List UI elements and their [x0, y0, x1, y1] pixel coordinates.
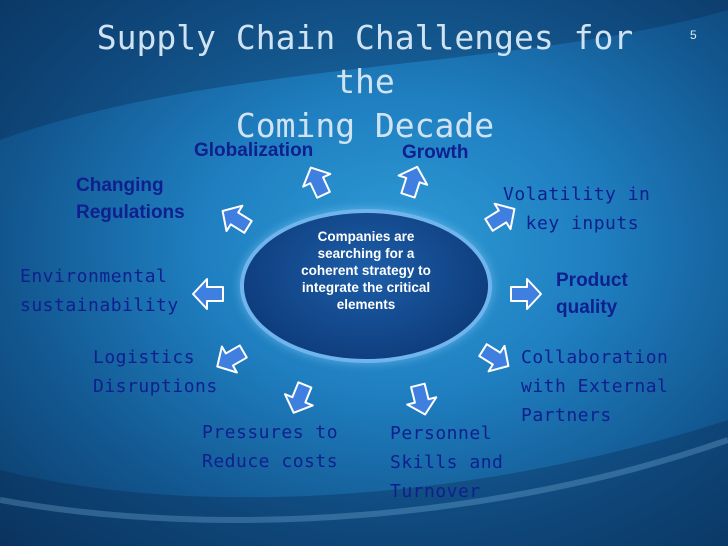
label-environmental: Environmental sustainability: [20, 266, 179, 316]
arrow-icon-personnel: [402, 380, 441, 420]
slide-number: 5: [690, 28, 697, 42]
label-globalization: Globalization: [194, 140, 314, 161]
arrow-icon-environmental: [192, 278, 224, 310]
label-logistics: Logistics Disruptions: [93, 347, 218, 397]
label-changing-regulations: Changing Regulations: [76, 175, 185, 223]
label-volatility: Volatility in key inputs: [503, 184, 651, 234]
label-collaboration: Collaboration with External Partners: [521, 347, 669, 426]
arrow-icon-collaboration: [474, 336, 518, 380]
arrow-icon-product-quality: [510, 278, 542, 310]
arrow-icon-growth: [392, 161, 433, 201]
label-product-quality: Product quality: [556, 270, 628, 318]
arrow-icon-changing-regulations: [213, 197, 257, 241]
label-pressures: Pressures to Reduce costs: [202, 422, 339, 472]
arrow-icon-globalization: [296, 160, 339, 203]
label-personnel: Personnel Skills and Turnover: [390, 423, 504, 502]
hub-text: Companies are searching for a coherent s…: [301, 229, 431, 312]
label-growth: Growth: [402, 142, 469, 163]
arrow-icon-pressures: [278, 378, 320, 420]
hub-ellipse: [244, 213, 488, 359]
slide-title: Supply Chain Challenges for the Coming D…: [96, 18, 634, 145]
